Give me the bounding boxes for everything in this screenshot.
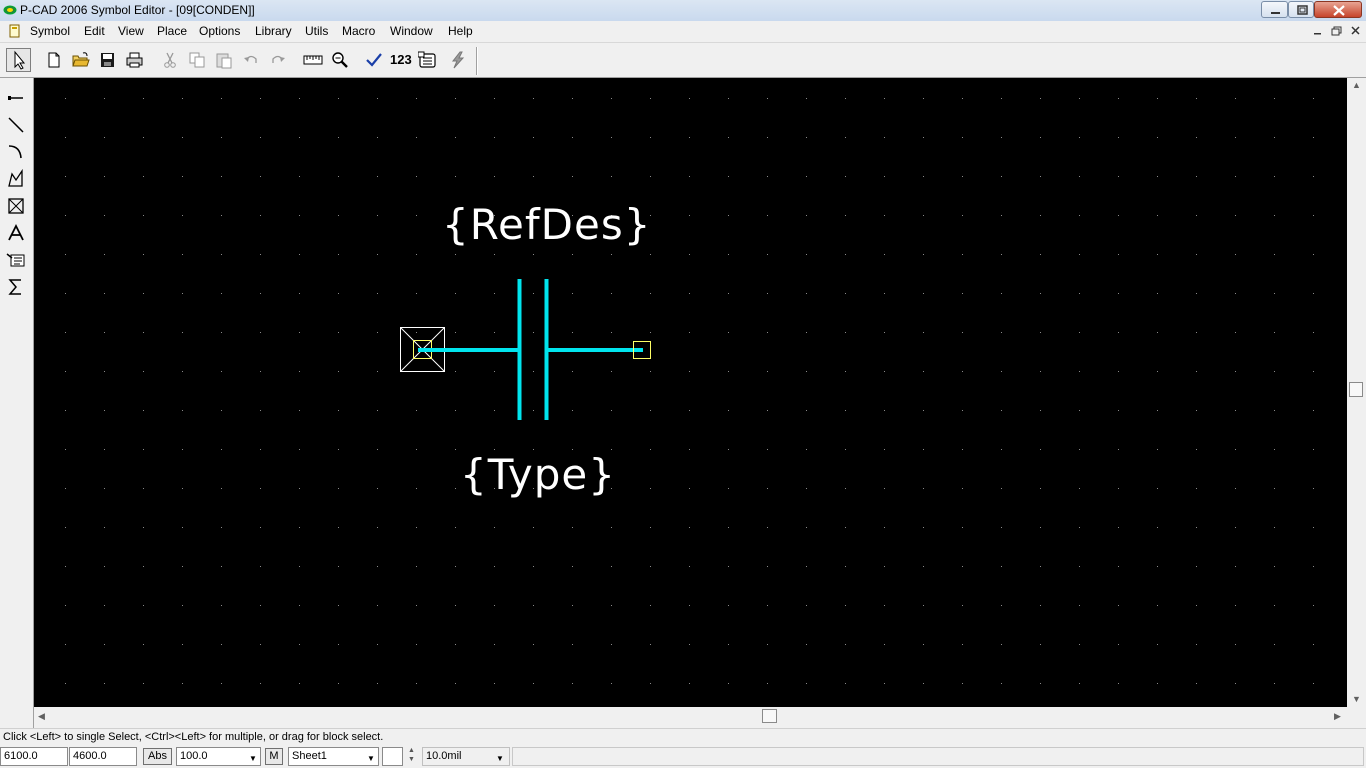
menu-bar: Symbol Edit View Place Options Library U… <box>0 21 1366 43</box>
grid-size-combo[interactable]: 100.0 <box>176 747 261 766</box>
toolbar-separator <box>476 47 478 75</box>
y-coordinate-field[interactable]: 4600.0 <box>69 747 137 766</box>
place-arc-icon[interactable] <box>6 142 26 162</box>
undo-icon[interactable] <box>241 51 261 69</box>
menu-symbol[interactable]: Symbol <box>30 24 71 38</box>
cut-icon[interactable] <box>160 51 180 69</box>
checkmark-icon[interactable] <box>364 51 384 69</box>
spin-down-icon[interactable]: ▼ <box>408 756 415 763</box>
grid-dots <box>65 98 1314 684</box>
place-pin-icon[interactable] <box>6 88 26 108</box>
new-file-icon[interactable] <box>44 51 64 69</box>
restore-icon[interactable] <box>1288 1 1314 18</box>
spin-up-icon[interactable]: ▲ <box>408 747 415 754</box>
place-ref-point-icon[interactable] <box>6 196 26 216</box>
refdes-attribute[interactable]: {RefDes} <box>442 200 652 249</box>
grid-size-value: 100.0 <box>180 750 208 762</box>
renumber-button[interactable]: 123 <box>390 52 412 67</box>
close-icon[interactable] <box>1314 1 1362 18</box>
print-icon[interactable] <box>125 51 145 69</box>
menu-help[interactable]: Help <box>448 24 473 38</box>
scroll-down-icon[interactable]: ▼ <box>1352 694 1361 704</box>
menu-utils[interactable]: Utils <box>305 24 329 38</box>
sheet-combo[interactable]: Sheet1 <box>288 747 379 766</box>
copy-icon[interactable] <box>187 51 207 69</box>
window-title: P-CAD 2006 Symbol Editor - [09[CONDEN]] <box>20 3 255 17</box>
redo-icon[interactable] <box>268 51 288 69</box>
main-toolbar: 123 <box>0 43 1366 78</box>
select-arrow-icon[interactable] <box>6 48 31 72</box>
place-line-icon[interactable] <box>6 115 26 135</box>
type-attribute[interactable]: {Type} <box>460 450 616 499</box>
menu-place[interactable]: Place <box>157 24 188 38</box>
zoom-icon[interactable] <box>330 51 350 69</box>
grid-dropdown-icon[interactable]: ▼ <box>249 754 257 763</box>
status-line: Click <Left> to single Select, <Ctrl><Le… <box>0 728 1366 746</box>
child-restore-icon[interactable] <box>1329 24 1345 38</box>
scroll-left-icon[interactable]: ◀ <box>38 711 45 721</box>
spin-buttons[interactable]: ▲ ▼ <box>405 747 419 766</box>
sheet-value: Sheet1 <box>292 750 327 762</box>
menu-view[interactable]: View <box>118 24 144 38</box>
pin2-marker <box>633 341 651 359</box>
app-icon <box>3 4 17 16</box>
scroll-up-icon[interactable]: ▲ <box>1352 80 1361 90</box>
scroll-right-icon[interactable]: ▶ <box>1334 711 1341 721</box>
menu-window[interactable]: Window <box>390 24 433 38</box>
status-bar: 6100.0 4600.0 Abs 100.0 ▼ M Sheet1 ▼ ▲ ▼… <box>0 745 1366 768</box>
menu-options[interactable]: Options <box>199 24 241 38</box>
status-message: Click <Left> to single Select, <Ctrl><Le… <box>3 731 384 743</box>
x-coordinate-field[interactable]: 6100.0 <box>0 747 68 766</box>
color-swatch[interactable] <box>382 747 403 766</box>
menu-edit[interactable]: Edit <box>84 24 105 38</box>
menu-macro[interactable]: Macro <box>342 24 376 38</box>
measure-ruler-icon[interactable] <box>303 51 323 69</box>
place-polygon-icon[interactable] <box>6 169 26 189</box>
paste-icon[interactable] <box>214 51 234 69</box>
status-pane <box>512 747 1364 766</box>
place-field-icon[interactable] <box>6 277 26 297</box>
title-bar: P-CAD 2006 Symbol Editor - [09[CONDEN]] <box>0 0 1366 22</box>
line-width-dropdown-icon[interactable]: ▼ <box>496 754 504 763</box>
drawing-canvas[interactable]: {RefDes} {Type} <box>34 78 1347 707</box>
line-width-value: 10.0mil <box>426 750 462 762</box>
abs-toggle-button[interactable]: Abs <box>143 748 172 765</box>
document-icon[interactable] <box>7 24 23 38</box>
sheet-dropdown-icon[interactable]: ▼ <box>367 754 375 763</box>
horizontal-scrollbar[interactable]: ◀ ▶ <box>34 707 1347 726</box>
save-disk-icon[interactable] <box>98 51 118 69</box>
menu-library[interactable]: Library <box>255 24 292 38</box>
open-folder-icon[interactable] <box>71 51 91 69</box>
place-attribute-icon[interactable] <box>6 250 26 270</box>
m-button[interactable]: M <box>265 748 283 765</box>
child-close-icon[interactable] <box>1348 24 1364 38</box>
lightning-icon[interactable] <box>448 51 468 69</box>
child-minimize-icon[interactable] <box>1310 24 1326 38</box>
library-icon[interactable] <box>418 51 438 69</box>
minimize-icon[interactable] <box>1261 1 1288 18</box>
horizontal-scroll-thumb[interactable] <box>762 709 777 723</box>
placement-toolbar <box>0 78 34 728</box>
place-text-icon[interactable] <box>6 223 26 243</box>
canvas-graphics <box>65 98 1314 684</box>
vertical-scroll-thumb[interactable] <box>1349 382 1363 397</box>
line-width-combo[interactable]: 10.0mil <box>422 747 510 766</box>
